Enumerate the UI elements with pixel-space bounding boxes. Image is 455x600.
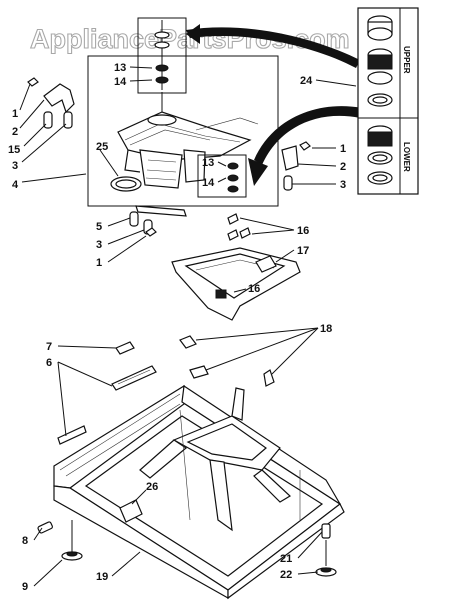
callout-14-top: 14 bbox=[114, 76, 127, 88]
middle-clamp-parts bbox=[129, 205, 187, 237]
callout-labels: 1 2 15 3 4 13 14 25 13 14 24 1 2 3 5 3 1… bbox=[8, 62, 346, 593]
right-seal-stack bbox=[197, 154, 247, 198]
callout-19: 19 bbox=[96, 571, 108, 583]
right-clamp-parts bbox=[281, 141, 311, 191]
parts-7-6-18 bbox=[57, 335, 275, 445]
callout-22: 22 bbox=[280, 569, 292, 581]
callout-2-left: 2 bbox=[12, 126, 18, 138]
top-seal-stack bbox=[154, 20, 170, 90]
callout-8: 8 bbox=[22, 535, 28, 547]
callout-3-right: 3 bbox=[340, 179, 346, 191]
clips-16 bbox=[227, 213, 251, 241]
lower-bearing-parts bbox=[367, 125, 393, 185]
callout-14-right: 14 bbox=[202, 177, 215, 189]
black-arrows bbox=[186, 24, 362, 186]
bearing-inset: UPPER LOWER bbox=[357, 7, 419, 195]
callout-1-middle: 1 bbox=[96, 257, 102, 269]
lower-label: LOWER bbox=[402, 142, 411, 172]
callout-9: 9 bbox=[22, 581, 28, 593]
callout-26: 26 bbox=[146, 481, 158, 493]
upper-bearing-parts bbox=[367, 15, 393, 107]
callout-16-top: 16 bbox=[297, 225, 309, 237]
callout-1-right: 1 bbox=[340, 143, 346, 155]
upper-label: UPPER bbox=[402, 46, 411, 74]
left-clamp-parts bbox=[27, 77, 75, 129]
callout-15: 15 bbox=[8, 144, 20, 156]
callout-13-top: 13 bbox=[114, 62, 126, 74]
callout-24: 24 bbox=[300, 75, 313, 87]
callout-3-middle: 3 bbox=[96, 239, 102, 251]
callout-6: 6 bbox=[46, 357, 52, 369]
callout-16-bottom: 16 bbox=[248, 283, 260, 295]
callout-17: 17 bbox=[297, 245, 309, 257]
callout-13-right: 13 bbox=[202, 157, 214, 169]
callout-18: 18 bbox=[320, 323, 332, 335]
base-frame-19 bbox=[53, 384, 345, 600]
suspension-bracket-17 bbox=[171, 247, 301, 321]
callout-25: 25 bbox=[96, 141, 108, 153]
callout-7: 7 bbox=[46, 341, 52, 353]
callout-5: 5 bbox=[96, 221, 102, 233]
transmission-assembly bbox=[117, 92, 259, 189]
leveling-feet bbox=[37, 520, 337, 577]
callout-1-left: 1 bbox=[12, 108, 18, 120]
callout-4: 4 bbox=[12, 179, 19, 191]
callout-2-right: 2 bbox=[340, 161, 346, 173]
callout-3-left: 3 bbox=[12, 160, 18, 172]
leader-lines bbox=[19, 66, 357, 587]
drive-ring-25 bbox=[110, 176, 142, 192]
callout-21: 21 bbox=[280, 553, 292, 565]
